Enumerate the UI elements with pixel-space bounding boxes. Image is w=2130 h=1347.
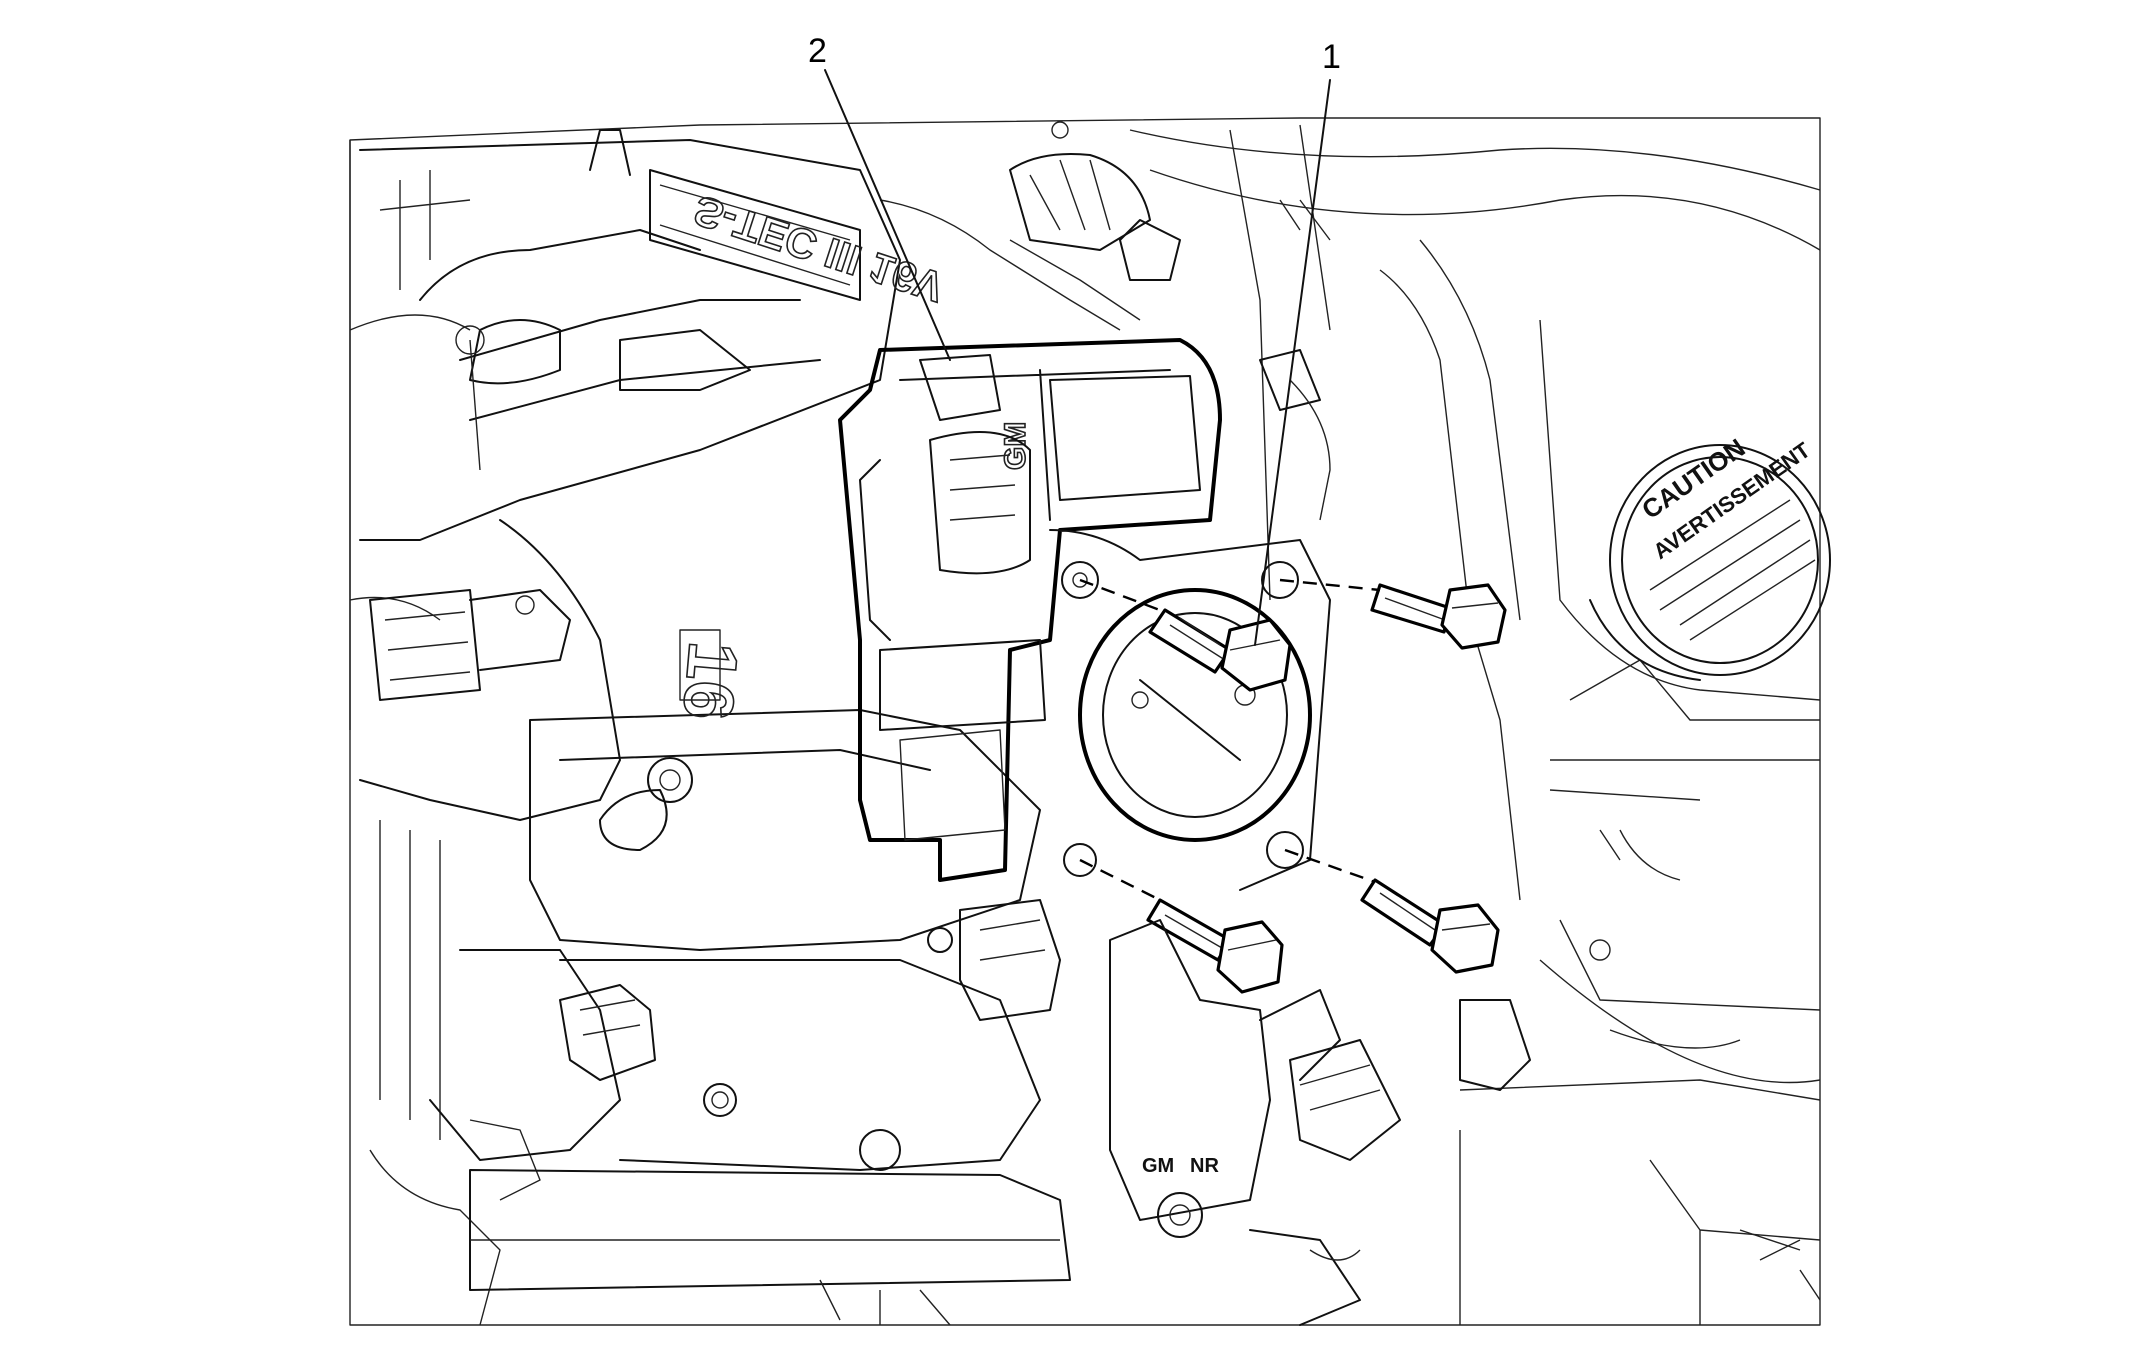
bolt-lower-left [1146,898,1284,994]
bolt-upper-right [1370,583,1507,650]
valve-cover: 16 [429,629,1071,1326]
manifold-embossing: S-TEC III 16V [688,186,949,311]
intake-manifold: S-TEC III 16V [359,129,1121,541]
warning-label: CAUTION AVERTISSEMENT [1636,432,1815,564]
bracket-stamp-right: NR [1190,1155,1219,1177]
lower-bracket: GM NR [1109,919,1531,1326]
throttle-body: GM [838,338,1331,891]
bracket-stamp-left: GM [1142,1155,1174,1177]
engine-bay-background [349,117,1821,1326]
upper-hardware [1009,121,1331,521]
callout-2: 2 [808,32,951,361]
reservoir-cap: CAUTION AVERTISSEMENT [1589,432,1831,681]
bolt-upper-left [1148,608,1292,692]
left-harness [359,519,621,1326]
cover-embossing: 16 [668,639,752,723]
mounting-bolts [1079,578,1507,994]
callout-number-2: 2 [808,32,827,70]
callout-1: 1 [1254,38,1341,646]
callout-number-1: 1 [1322,38,1341,76]
throttle-gm-logo: GM [999,422,1032,470]
bolt-lower-right [1360,878,1500,974]
